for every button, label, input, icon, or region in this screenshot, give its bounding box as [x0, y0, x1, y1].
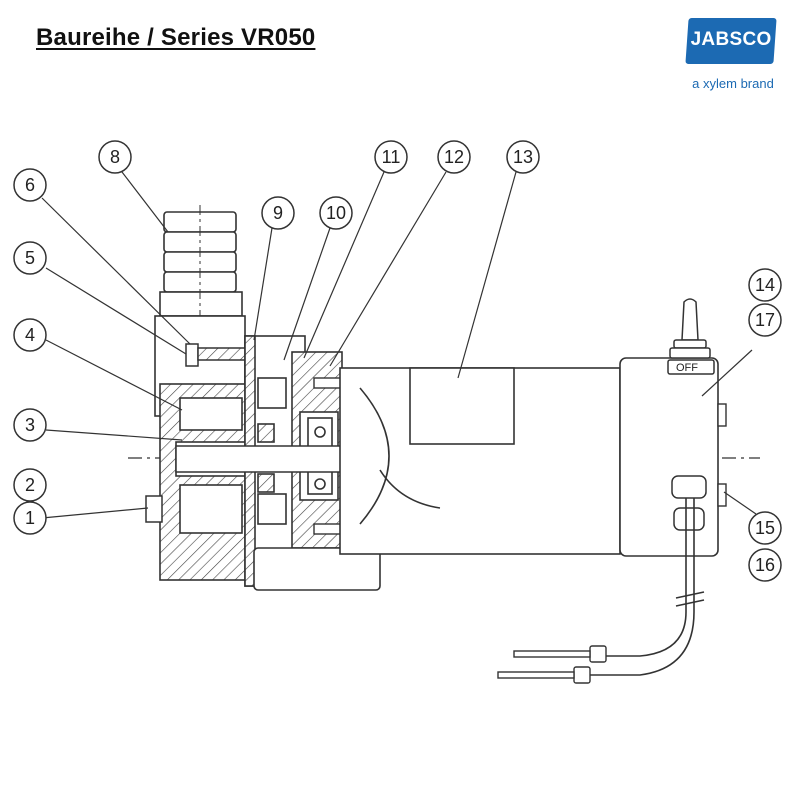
svg-text:13: 13: [513, 147, 533, 167]
power-leads: [586, 498, 705, 676]
callout-15: 15: [748, 511, 782, 545]
callout-2: 2: [13, 468, 47, 502]
svg-text:2: 2: [25, 475, 35, 495]
drain-plug: [145, 495, 163, 523]
svg-text:6: 6: [25, 175, 35, 195]
lead-terminals: [497, 645, 607, 684]
svg-text:15: 15: [755, 518, 775, 538]
svg-text:10: 10: [326, 203, 346, 223]
page-title: Baureihe / Series VR050: [36, 24, 316, 51]
svg-text:17: 17: [755, 310, 775, 330]
callout-10: 10: [319, 196, 353, 230]
callout-13: 13: [506, 140, 540, 174]
callout-4: 4: [13, 318, 47, 352]
svg-text:9: 9: [273, 203, 283, 223]
callout-9: 9: [261, 196, 295, 230]
callout-8: 8: [98, 140, 132, 174]
svg-text:3: 3: [25, 415, 35, 435]
svg-text:8: 8: [110, 147, 120, 167]
motor-body: [339, 367, 621, 555]
callout-5: 5: [13, 241, 47, 275]
cable-gland: [671, 475, 707, 531]
callout-leader-lines: [41, 171, 757, 519]
brand-logo: JABSCO a xylem brand: [683, 18, 783, 98]
svg-text:14: 14: [755, 275, 775, 295]
svg-text:16: 16: [755, 555, 775, 575]
svg-text:5: 5: [25, 248, 35, 268]
end-cap-screw-upper: [717, 403, 727, 427]
switch-off-label: OFF: [676, 362, 698, 374]
callout-1: 1: [13, 501, 47, 535]
svg-text:4: 4: [25, 325, 35, 345]
brand-tagline: a xylem brand: [692, 76, 774, 91]
svg-text:12: 12: [444, 147, 464, 167]
pump-shaft: [175, 445, 371, 473]
svg-text:11: 11: [382, 147, 401, 167]
callout-6: 6: [13, 168, 47, 202]
callout-16: 16: [748, 548, 782, 582]
callout-12: 12: [437, 140, 471, 174]
svg-text:1: 1: [25, 508, 35, 528]
outlet-hose-barb: [159, 205, 243, 320]
callout-11: 11: [374, 140, 408, 174]
mounting-foot: [253, 547, 381, 591]
callout-3: 3: [13, 408, 47, 442]
toggle-switch: [667, 298, 715, 375]
callout-17: 17: [748, 303, 782, 337]
end-cap-screw-lower: [717, 483, 727, 507]
callout-14: 14: [748, 268, 782, 302]
